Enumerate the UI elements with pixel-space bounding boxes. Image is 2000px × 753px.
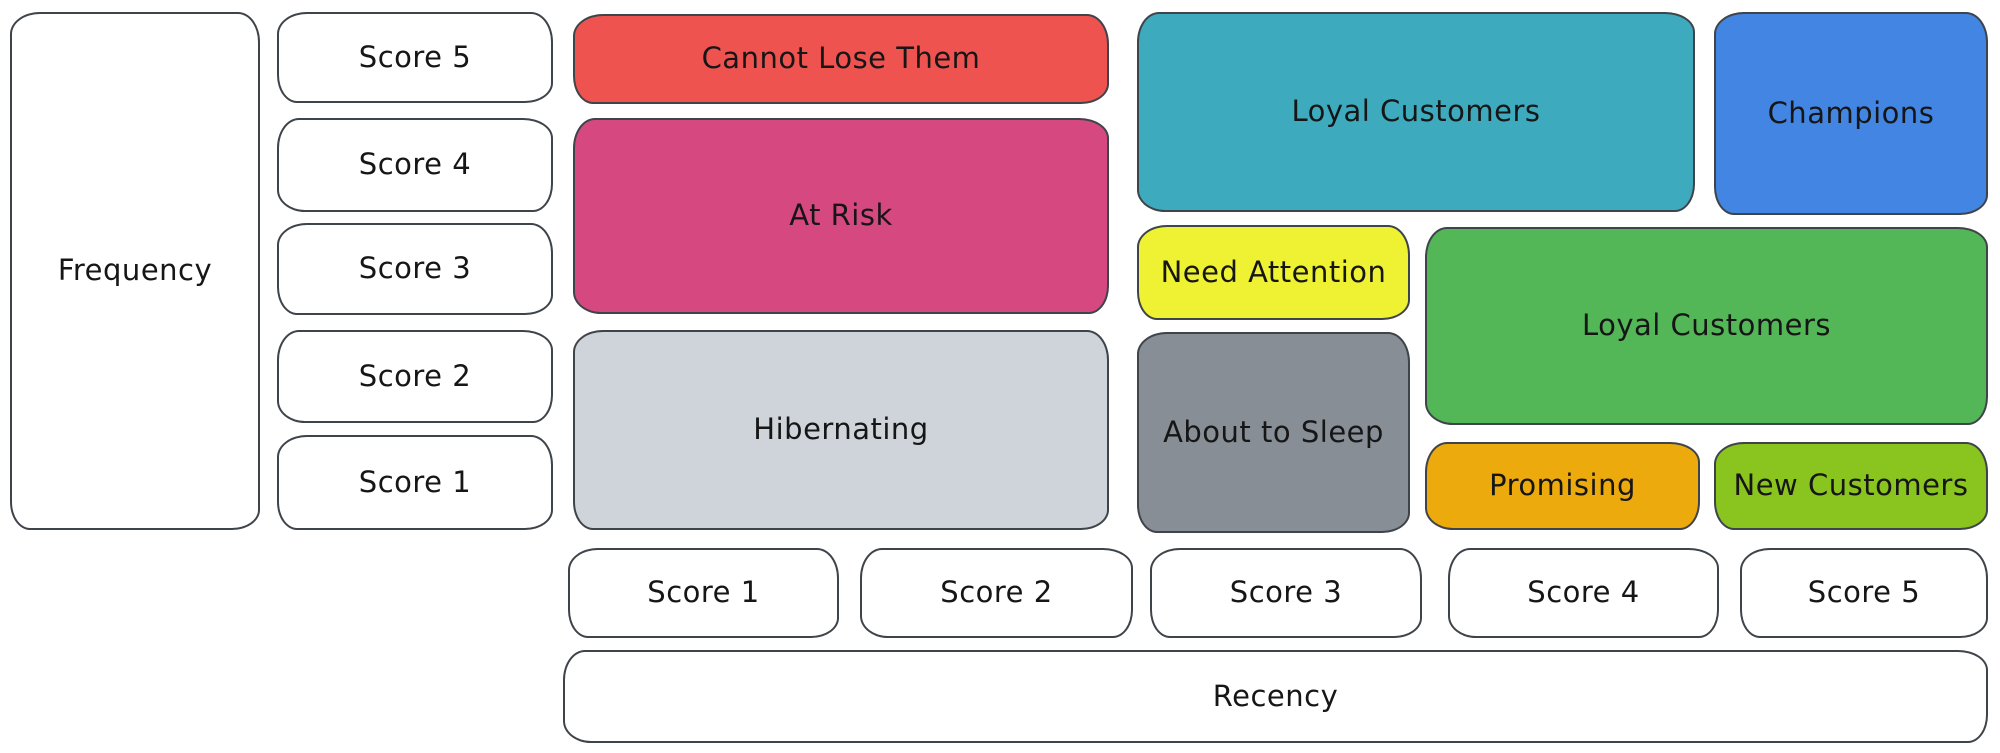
frequency-score-5: Score 5 (277, 12, 553, 103)
frequency-score-3: Score 3 (277, 223, 553, 315)
segment-loyal-customers-mid: Loyal Customers (1425, 227, 1988, 425)
recency-score-5: Score 5 (1740, 548, 1988, 638)
segment-need-attention: Need Attention (1137, 225, 1410, 320)
segment-cannot-lose-them: Cannot Lose Them (573, 14, 1109, 104)
recency-score-1: Score 1 (568, 548, 839, 638)
segment-loyal-customers-top: Loyal Customers (1137, 12, 1695, 212)
recency-score-2: Score 2 (860, 548, 1133, 638)
recency-score-4: Score 4 (1448, 548, 1719, 638)
frequency-score-2: Score 2 (277, 330, 553, 423)
segment-new-customers: New Customers (1714, 442, 1988, 530)
frequency-score-4: Score 4 (277, 118, 553, 212)
recency-axis-label: Recency (563, 650, 1988, 743)
segment-at-risk: At Risk (573, 118, 1109, 314)
segment-hibernating: Hibernating (573, 330, 1109, 530)
frequency-score-1: Score 1 (277, 435, 553, 530)
recency-score-3: Score 3 (1150, 548, 1422, 638)
segment-promising: Promising (1425, 442, 1700, 530)
segment-champions: Champions (1714, 12, 1988, 215)
frequency-axis-label: Frequency (10, 12, 260, 530)
segment-about-to-sleep: About to Sleep (1137, 332, 1410, 533)
